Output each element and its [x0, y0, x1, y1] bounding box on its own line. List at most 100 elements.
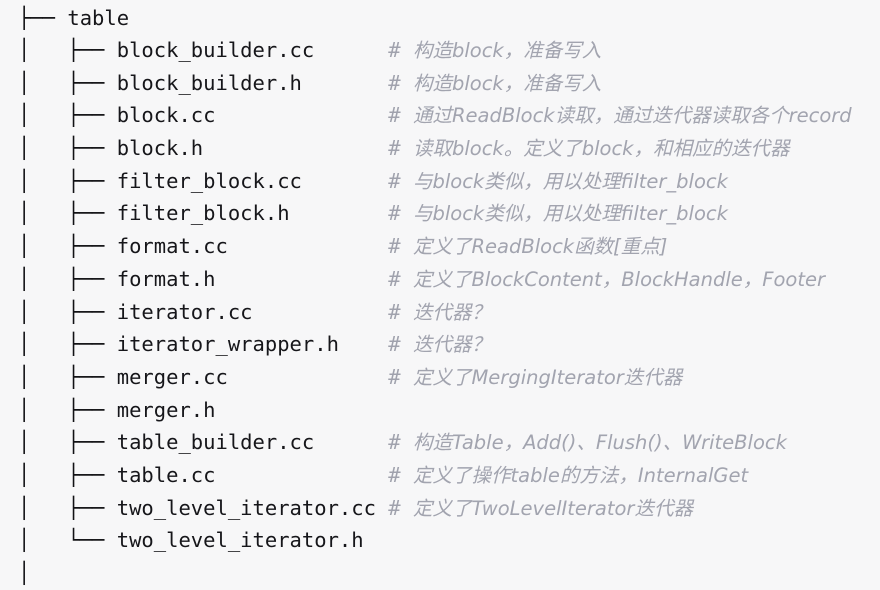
tree-indent-rail: │ [18, 168, 68, 193]
tree-branch-glyph: ├── [67, 397, 117, 422]
column-pad [290, 201, 389, 225]
column-pad [339, 332, 388, 356]
comment-gap [401, 234, 413, 258]
tree-branch-glyph: ├── [67, 168, 117, 193]
column-pad [216, 103, 389, 127]
comment-gap [401, 169, 413, 193]
tree-indent-rail: │ [18, 397, 68, 422]
tree-row[interactable]: │ ├── block.h # 读取block。定义了block，和相应的迭代器 [0, 132, 880, 165]
tree-node-name[interactable]: two_level_iterator.h [116, 528, 364, 553]
tree-trailing-rail-row: │ [0, 557, 880, 590]
tree-node-name[interactable]: iterator.cc [116, 299, 253, 324]
tree-row[interactable]: │ ├── block_builder.h # 构造block，准备写入 [0, 67, 880, 100]
tree-row[interactable]: │ ├── filter_block.h # 与block类似，用以处理filt… [0, 197, 880, 230]
tree-indent-rail: │ [18, 430, 68, 455]
comment-gap [401, 430, 413, 454]
tree-branch-glyph: ├── [67, 201, 117, 226]
tree-node-comment: 定义了BlockContent，BlockHandle，Footer [412, 267, 826, 291]
column-pad [216, 463, 389, 487]
tree-branch-glyph: ├── [18, 6, 68, 30]
comment-gap [401, 496, 413, 520]
comment-marker: # [388, 38, 401, 62]
comment-marker: # [388, 103, 401, 128]
column-pad [253, 300, 389, 324]
tree-indent-rail: │ [18, 136, 68, 161]
tree-node-name[interactable]: merger.cc [116, 364, 228, 389]
tree-node-name[interactable]: merger.h [116, 397, 216, 422]
tree-row[interactable]: │ ├── table_builder.cc # 构造Table，Add()、F… [0, 426, 880, 459]
tree-indent-rail: │ [18, 103, 68, 128]
tree-row[interactable]: │ ├── block_builder.cc # 构造block，准备写入 [0, 34, 880, 67]
tree-indent-rail: │ [18, 38, 68, 62]
tree-row[interactable]: │ ├── format.cc # 定义了ReadBlock函数[重点] [0, 230, 880, 263]
tree-node-name[interactable]: table.cc [116, 462, 216, 487]
comment-gap [401, 463, 413, 487]
comment-marker: # [388, 495, 401, 520]
comment-marker: # [388, 462, 401, 487]
tree-node-comment: 通过ReadBlock读取，通过迭代器读取各个record [412, 104, 852, 128]
tree-node-comment: 构造Table，Add()、Flush()、WriteBlock [412, 431, 787, 455]
tree-row[interactable]: │ ├── block.cc # 通过ReadBlock读取，通过迭代器读取各个… [0, 99, 880, 132]
tree-node-name[interactable]: block_builder.h [116, 70, 302, 95]
comment-gap [401, 201, 413, 225]
comment-gap [401, 38, 413, 62]
tree-node-comment: 定义了ReadBlock函数[重点] [412, 235, 668, 259]
tree-node-name[interactable]: block_builder.cc [116, 38, 315, 62]
tree-indent-rail: │ [18, 462, 68, 487]
column-pad [228, 234, 388, 258]
tree-node-comment: 与block类似，用以处理filter_block [412, 169, 728, 193]
tree-branch-glyph: ├── [67, 495, 117, 520]
comment-marker: # [388, 266, 401, 291]
tree-row[interactable]: │ ├── merger.h [0, 394, 880, 427]
tree-indent-rail: │ [18, 234, 68, 259]
tree-row[interactable]: │ ├── iterator_wrapper.h # 迭代器？ [0, 328, 880, 361]
tree-node-name[interactable]: block.cc [116, 103, 216, 128]
tree-row[interactable]: │ ├── filter_block.cc # 与block类似，用以处理fil… [0, 165, 880, 198]
tree-row[interactable]: │ └── two_level_iterator.h [0, 524, 880, 557]
tree-indent-rail: │ [18, 201, 68, 226]
column-pad [203, 136, 388, 160]
column-pad [302, 71, 388, 95]
tree-branch-glyph: ├── [67, 70, 117, 95]
tree-node-name[interactable]: filter_block.cc [116, 168, 302, 193]
tree-branch-glyph: ├── [67, 332, 117, 357]
tree-indent-rail: │ [18, 528, 68, 553]
tree-row[interactable]: │ ├── two_level_iterator.cc # 定义了TwoLeve… [0, 492, 880, 525]
comment-marker: # [388, 201, 401, 226]
tree-node-comment: 与block类似，用以处理filter_block [412, 202, 728, 226]
tree-node-comment: 读取block。定义了block，和相应的迭代器 [412, 137, 790, 161]
tree-node-name[interactable]: table [67, 6, 130, 30]
tree-node-comment: 定义了操作table的方法，InternalGet [412, 463, 749, 487]
column-pad [228, 365, 388, 389]
tree-branch-glyph: ├── [67, 364, 117, 389]
comment-marker: # [388, 299, 401, 324]
comment-gap [401, 267, 413, 291]
tree-node-name[interactable]: table_builder.cc [116, 430, 315, 455]
tree-indent-rail: │ [18, 299, 68, 324]
tree-row[interactable]: │ ├── format.h # 定义了BlockContent，BlockHa… [0, 263, 880, 296]
comment-marker: # [388, 168, 401, 193]
tree-branch-glyph: ├── [67, 103, 117, 128]
comment-marker: # [388, 234, 401, 259]
tree-node-name[interactable]: format.cc [116, 234, 228, 259]
tree-branch-glyph: └── [67, 528, 117, 553]
tree-indent-rail: │ [18, 495, 68, 520]
tree-node-name[interactable]: format.h [116, 266, 216, 291]
tree-branch-glyph: ├── [67, 299, 117, 324]
tree-node-name[interactable]: two_level_iterator.cc [116, 495, 376, 520]
tree-branch-glyph: ├── [67, 38, 117, 62]
comment-gap [401, 71, 413, 95]
tree-node-name[interactable]: filter_block.h [116, 201, 290, 226]
tree-row[interactable]: │ ├── iterator.cc # 迭代器？ [0, 296, 880, 329]
tree-branch-glyph: ├── [67, 430, 117, 455]
tree-node-comment: 定义了MergingIterator迭代器 [412, 365, 683, 389]
tree-row[interactable]: ├── table [0, 0, 880, 34]
tree-node-name[interactable]: iterator_wrapper.h [116, 332, 339, 357]
tree-node-comment: 构造block，准备写入 [412, 39, 602, 62]
comment-marker: # [388, 430, 401, 455]
tree-node-name[interactable]: block.h [116, 136, 204, 161]
tree-row[interactable]: │ ├── merger.cc # 定义了MergingIterator迭代器 [0, 361, 880, 394]
tree-node-comment: 迭代器？ [412, 333, 491, 357]
tree-indent-rail: │ [18, 561, 31, 585]
tree-row[interactable]: │ ├── table.cc # 定义了操作table的方法，InternalG… [0, 459, 880, 492]
